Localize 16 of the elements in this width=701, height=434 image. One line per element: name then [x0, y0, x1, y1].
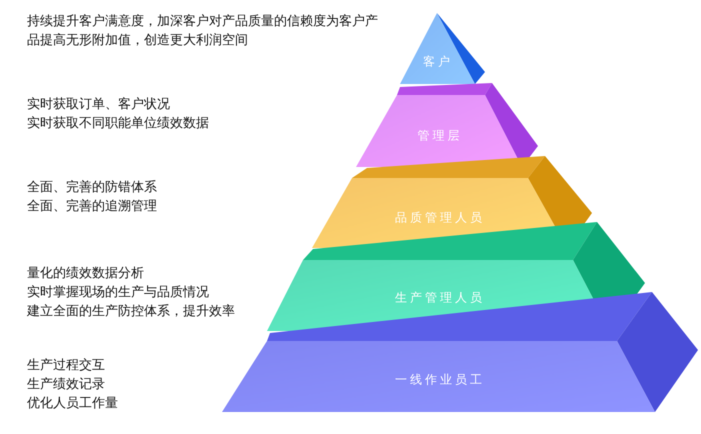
description-text: 实时获取不同职能单位绩效数据	[27, 115, 209, 133]
description-text: 实时获取订单、客户状况	[27, 96, 170, 114]
description-text: 量化的绩效数据分析	[27, 265, 144, 283]
description-text: 全面、完善的防错体系	[27, 179, 157, 197]
tier-label: 一线作业员工	[395, 372, 485, 388]
tier-label: 客户	[423, 54, 453, 70]
description-text: 持续提升客户满意度，加深客户对产品质量的信赖度为客户产品提高无形附加值，创造更大利润空间	[27, 13, 379, 50]
tier-label: 管理层	[418, 128, 462, 144]
description-text: 生产绩效记录	[27, 376, 105, 394]
description-text: 全面、完善的追溯管理	[27, 198, 157, 216]
description-text: 生产过程交互	[27, 357, 105, 375]
description-text: 优化人员工作量	[27, 395, 118, 413]
tier-label: 品质管理人员	[395, 210, 485, 226]
description-text: 实时掌握现场的生产与品质情况	[27, 284, 209, 302]
tier-label: 生产管理人员	[395, 290, 485, 306]
description-text: 建立全面的生产防控体系，提升效率	[27, 303, 235, 321]
